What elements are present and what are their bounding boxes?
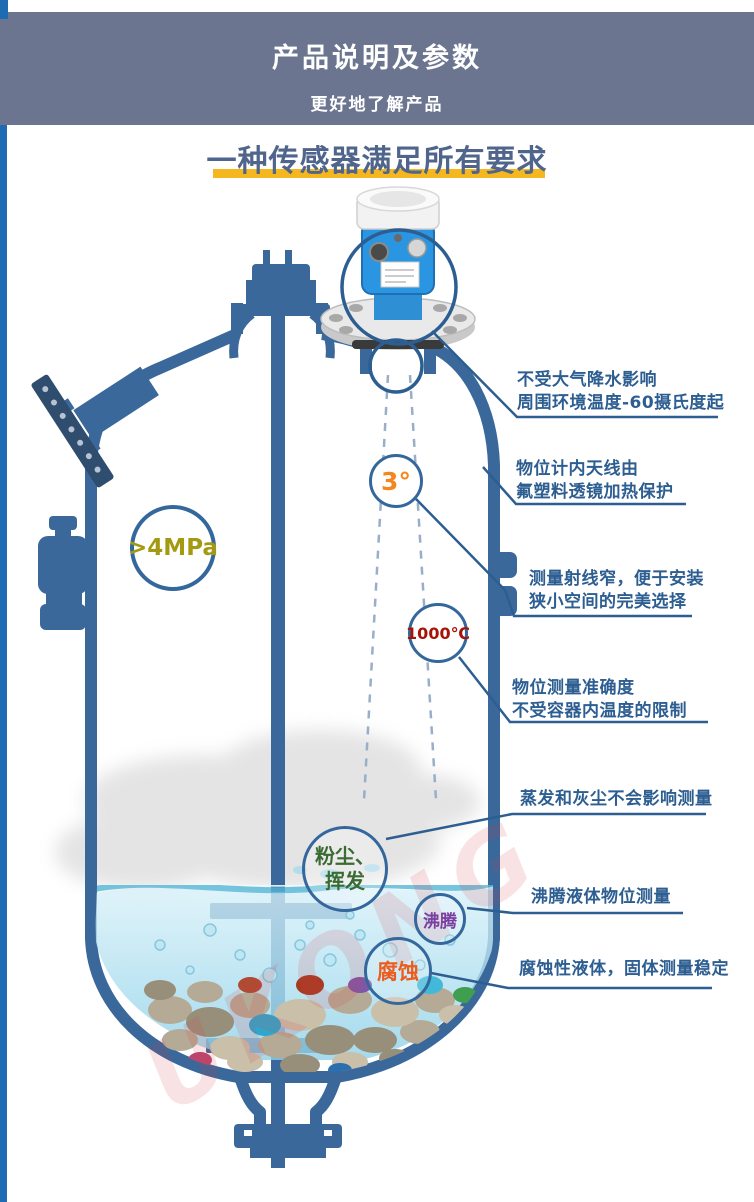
magnifier-circles: [340, 228, 458, 394]
radar-beam-lines: [362, 374, 438, 801]
annotation-narrow-beam: 测量射线窄，便于安装 狭小空间的完美选择: [529, 568, 704, 614]
annotation-line: 物位测量准确度: [512, 678, 635, 698]
annotation-line: 不受大气降水影响: [517, 370, 657, 390]
badge-dust: 粉尘、 挥发: [302, 826, 388, 912]
badge-pressure-label: >4MPa: [128, 535, 218, 561]
annotation-line: 狭小空间的完美选择: [529, 592, 687, 612]
badge-pressure: >4MPa: [128, 505, 218, 591]
flanged-nozzle-top-left: [31, 366, 159, 488]
leader-lines: [385, 330, 718, 990]
section-title-highlight: [213, 169, 545, 178]
annotation-line: 不受容器内温度的限制: [512, 701, 687, 721]
annotation-line: 物位计内天线由: [516, 459, 639, 479]
badge-boiling: 沸腾: [414, 893, 466, 945]
page-title: 产品说明及参数: [272, 43, 482, 74]
annotation-weather: 不受大气降水影响 周围环境温度-60摄氏度起: [517, 369, 724, 415]
badge-beam-angle: 3°: [369, 454, 423, 508]
badge-temperature: 1000℃: [406, 603, 470, 663]
header-band: 产品说明及参数 更好地了解产品: [0, 12, 754, 125]
annotation-corrosive: 腐蚀性液体，固体测量稳定: [519, 958, 729, 981]
badge-dust-line2: 挥发: [325, 869, 365, 893]
annotation-boiling-liquid: 沸腾液体物位测量: [531, 886, 671, 909]
left-accent-tick: [0, 0, 8, 19]
left-accent-strip: [0, 0, 7, 1202]
bottom-flange: [234, 1124, 342, 1168]
annotation-line: 测量射线窄，便于安装: [529, 569, 704, 589]
sensor-illustration: [320, 186, 476, 350]
badge-beam-angle-label: 3°: [381, 466, 411, 496]
annotation-vapor-dust: 蒸发和灰尘不会影响测量: [520, 788, 713, 811]
annotation-line: 蒸发和灰尘不会影响测量: [520, 789, 713, 809]
annotation-accuracy: 物位测量准确度 不受容器内温度的限制: [512, 677, 687, 723]
page-subtitle: 更好地了解产品: [310, 95, 444, 115]
annotation-line: 沸腾液体物位测量: [531, 887, 671, 907]
section-title: 一种传感器满足所有要求: [206, 144, 548, 179]
annotation-line: 周围环境温度-60摄氏度起: [517, 393, 725, 413]
annotation-antenna: 物位计内天线由 氟塑料透镜加热保护: [516, 458, 674, 504]
badge-corrosion: 腐蚀: [364, 937, 432, 1005]
annotation-line: 腐蚀性液体，固体测量稳定: [519, 959, 729, 979]
annotation-line: 氟塑料透镜加热保护: [516, 482, 674, 502]
steam-cloud: [55, 730, 480, 890]
badge-dust-line1: 粉尘、: [315, 844, 375, 868]
badge-boiling-label: 沸腾: [423, 911, 457, 932]
side-valve: [38, 516, 92, 630]
badge-corrosion-label: 腐蚀: [377, 960, 419, 984]
badge-temperature-label: 1000℃: [406, 623, 470, 643]
